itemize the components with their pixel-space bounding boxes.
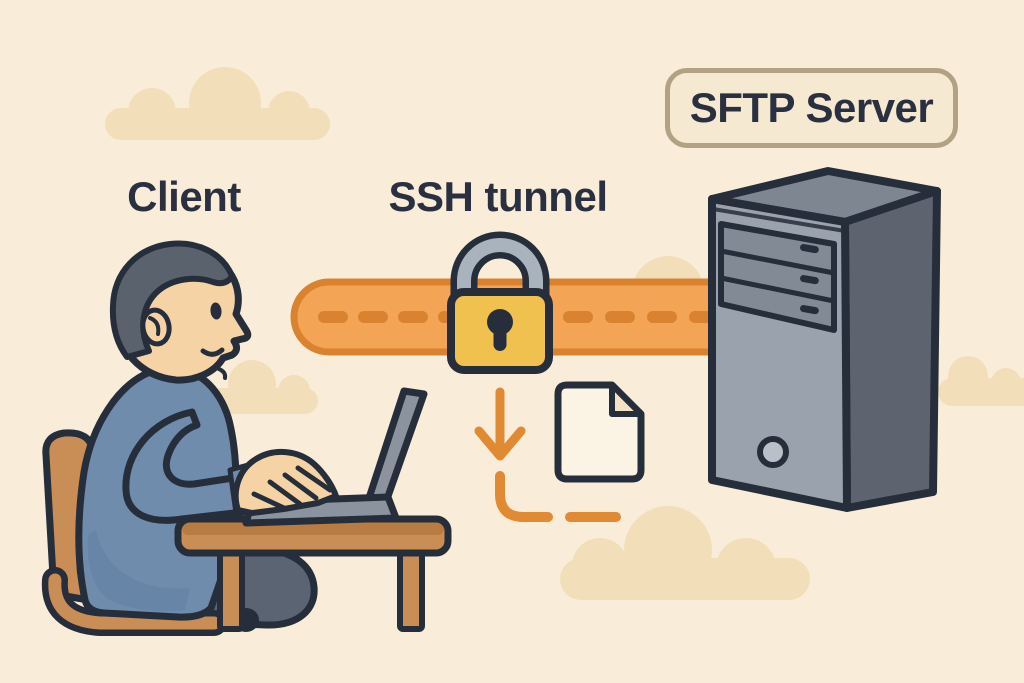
keyhole [487, 309, 513, 351]
person-hands [227, 448, 339, 516]
laptop-lid [365, 387, 428, 506]
server-tower [708, 167, 941, 512]
mouth [200, 347, 225, 357]
cloud-mid-left [208, 360, 318, 414]
desk-leg-right [397, 548, 425, 632]
chair-frame [41, 567, 227, 636]
lock-icon [447, 231, 553, 374]
drive-bay-slots [799, 244, 819, 315]
sweater-shade [87, 530, 190, 612]
client-label: Client [127, 173, 241, 220]
cloud-top-left [105, 67, 330, 140]
cloud-bottom-center [560, 506, 810, 600]
document-fold [609, 382, 644, 417]
person-at-laptop [41, 240, 318, 636]
finger-lines [251, 465, 333, 511]
chin-line [217, 367, 228, 380]
person-head [109, 240, 252, 384]
server-power-button [757, 436, 789, 468]
sftp-server-label: SFTP Server [689, 84, 934, 131]
ssh-tunnel-label: SSH tunnel [388, 173, 608, 220]
desk-leg-left [217, 548, 245, 632]
eye [210, 302, 222, 320]
ear-inner [148, 316, 161, 336]
desk [174, 515, 452, 632]
cloud-right-edge [938, 356, 1024, 406]
down-arrow-icon [474, 387, 526, 461]
transfer-path [495, 471, 621, 522]
server-side-face [841, 187, 941, 512]
tunnel-dashes [318, 311, 718, 323]
sftp-server-badge: SFTP Server [665, 68, 958, 148]
document-icon [554, 381, 645, 483]
